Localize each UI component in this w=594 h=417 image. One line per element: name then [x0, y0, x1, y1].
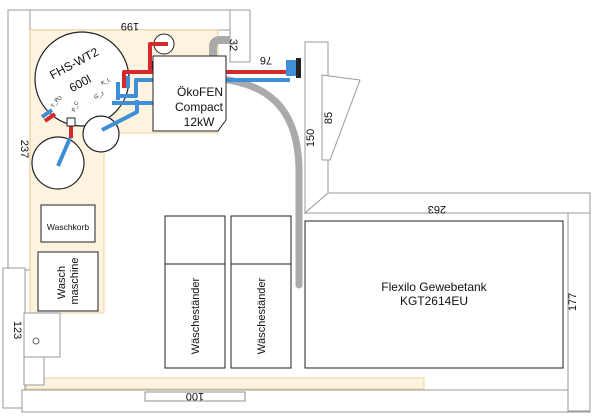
washing-machine-label: Wasch maschine: [56, 257, 81, 304]
dim-left-wall: 237: [18, 140, 30, 158]
tank-port-label: K_L: [100, 77, 111, 87]
laundry-basket-label: Waschkorb: [47, 222, 89, 232]
tank-port-label: P_C: [71, 101, 80, 113]
laundry-basket: Waschkorb: [40, 204, 96, 243]
washing-machine: Wasch maschine: [37, 251, 99, 312]
washing-machine-label-line2: maschine: [69, 257, 81, 304]
boiler-power: 12kW: [184, 115, 215, 129]
drying-rack-2: Wäscheständer: [230, 215, 292, 369]
tank-port-label: O: [57, 95, 65, 102]
washing-machine-label-line1: Wasch: [56, 266, 68, 299]
chimney-connector-cap: [296, 58, 301, 78]
dim-right-wall: 177: [567, 293, 579, 311]
dim-chimney-gap: 76: [260, 54, 272, 66]
top-right-wall-stub: [229, 9, 251, 63]
flue-elbow: [209, 36, 230, 57]
boiler: ÖkoFEN Compact 12kW: [152, 55, 227, 132]
boiler-housing: [152, 55, 227, 132]
hot-water-pipes: [43, 42, 300, 138]
expansion-vessel: [82, 115, 120, 153]
sink: [23, 312, 61, 386]
tank-port-label: G_J: [93, 91, 105, 101]
dim-window-depth: 85: [323, 112, 335, 124]
window-recess: [321, 74, 361, 161]
drying-rack-1: Wäscheständer: [164, 215, 226, 369]
water-tank-brand: Flexilo Gewebetank: [381, 280, 487, 294]
drying-rack-label: Wäscheständer: [190, 277, 202, 354]
dim-flue-offset: 32: [227, 39, 239, 51]
boiler-brand: ÖkoFEN: [177, 85, 223, 99]
dim-bottom-left: 123: [11, 321, 23, 339]
dim-pillar-depth: 150: [305, 129, 317, 147]
drying-rack-label: Wäscheständer: [256, 277, 268, 354]
connector-icon: [66, 117, 76, 127]
dimension-labels: 199 32 76 237 150 85 263 177 123 100: [11, 20, 579, 402]
water-tank-model: KGT2614EU: [400, 294, 468, 308]
water-tank: Flexilo Gewebetank KGT2614EU: [304, 220, 564, 369]
tank-port-label: T_P: [51, 97, 61, 109]
storage-tank: FHS-WT2 600l T_P O P_C K_L G_J: [34, 31, 130, 127]
dim-bottom-wall: 100: [186, 390, 204, 402]
dim-tank-room-wall: 263: [428, 203, 446, 215]
floor-strip-zone: [25, 377, 425, 390]
dim-bottom-wall-box: [144, 391, 246, 402]
drain-icon: [32, 337, 40, 345]
tank-room-wall: [303, 192, 591, 214]
boiler-model: Compact: [175, 100, 224, 114]
bottom-wall: [21, 389, 591, 413]
dim-top-wall: 199: [121, 20, 139, 32]
